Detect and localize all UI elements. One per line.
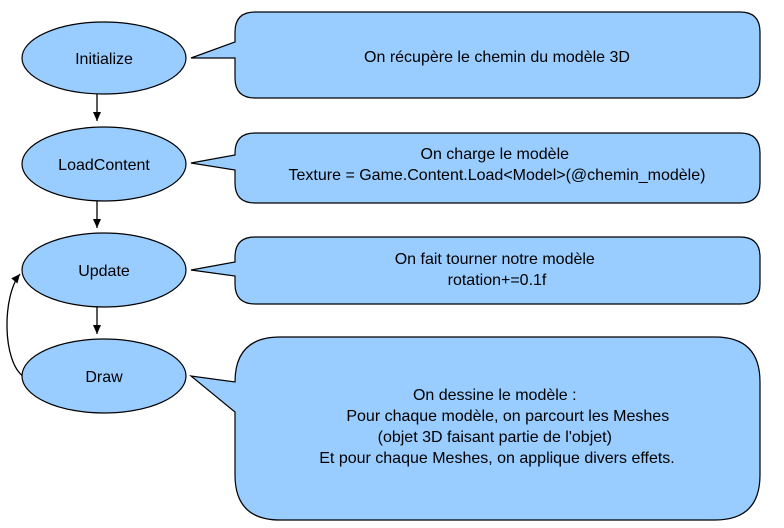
node-shape (21, 232, 187, 308)
node-update: Update (21, 232, 187, 308)
callout-text-loadcontent: On charge le modèle Texture = Game.Conte… (289, 146, 706, 184)
node-shape (21, 338, 187, 414)
node-initialize: Initialize (21, 21, 187, 95)
node-shape (21, 21, 187, 95)
callout-line: On charge le modèle (421, 146, 570, 163)
callout-text-update: On fait tourner notre modèle rotation+=0… (395, 251, 600, 289)
node-label: Initialize (75, 51, 133, 68)
callout-line: Et pour chaque Meshes, on applique diver… (319, 450, 674, 467)
callout-bubble-draw (188, 336, 761, 521)
node-loadcontent: LoadContent (21, 126, 187, 202)
node-draw: Draw (21, 338, 187, 414)
callout-bubble-loadcontent (190, 132, 761, 204)
callout-text-draw: On dessine le modèle : Pour chaque modèl… (319, 387, 674, 467)
node-shape (21, 126, 187, 202)
callout-line: Texture = Game.Content.Load<Model>(@chem… (289, 167, 706, 184)
callout-line: On fait tourner notre modèle (395, 251, 595, 268)
arrow-draw-loop-to-update (6, 273, 25, 378)
node-label: Update (78, 263, 130, 280)
callout-line: On récupère le chemin du modèle 3D (364, 49, 630, 66)
callout-line: (objet 3D faisant partie de l'objet) (378, 429, 612, 446)
callout-line: rotation+=0.1f (448, 272, 547, 289)
callout-line: Pour chaque modèle, on parcourt les Mesh… (346, 408, 669, 425)
node-label: LoadContent (58, 157, 150, 174)
node-label: Draw (85, 369, 123, 386)
callout-line: On dessine le modèle : (413, 387, 577, 404)
callout-bubble-initialize (190, 11, 761, 99)
callout-bubble-update (190, 236, 761, 305)
callout-text-initialize: On récupère le chemin du modèle 3D (364, 49, 630, 66)
